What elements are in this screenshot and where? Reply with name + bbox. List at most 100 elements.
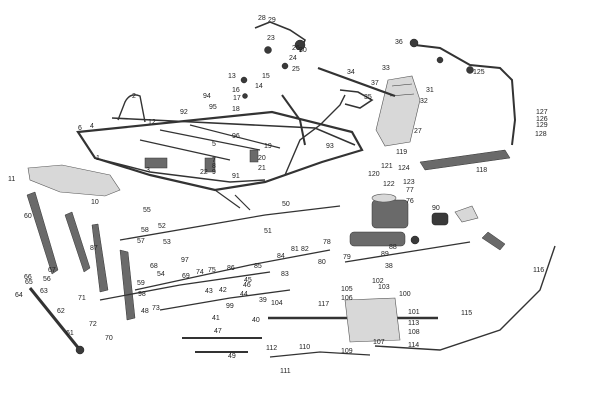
part-number-12: 12 (148, 119, 156, 126)
part-number-49: 49 (228, 353, 236, 360)
part-number-66: 66 (24, 274, 32, 281)
part-number-62: 62 (57, 308, 65, 315)
part-number-91: 91 (232, 173, 240, 180)
part-number-96: 96 (232, 133, 240, 140)
part-number-24: 24 (289, 55, 297, 62)
part-number-122: 122 (383, 181, 395, 188)
part-number-79: 79 (343, 254, 351, 261)
part-number-22: 22 (200, 169, 208, 176)
part-number-129: 129 (536, 122, 548, 129)
part-number-83: 83 (281, 271, 289, 278)
part-number-121: 121 (381, 163, 393, 170)
part-number-57: 57 (137, 238, 145, 245)
part-number-63: 63 (40, 288, 48, 295)
part-number-119: 119 (396, 149, 407, 156)
part-number-37: 37 (371, 80, 379, 87)
part-number-15: 15 (262, 73, 270, 80)
part-number-90: 90 (432, 205, 440, 212)
part-number-labels: 1234567891011121314151617181920212223242… (8, 15, 548, 375)
part-number-125: 125 (473, 69, 485, 76)
part-number-14: 14 (255, 83, 263, 90)
part-number-51: 51 (264, 228, 272, 235)
part-number-16: 16 (232, 87, 240, 94)
part-number-45: 45 (244, 277, 252, 284)
part-number-20: 20 (258, 155, 266, 162)
part-number-67: 67 (48, 267, 56, 274)
part-number-97: 97 (181, 257, 189, 264)
part-number-75: 75 (208, 267, 216, 274)
frame-assembly (76, 94, 364, 211)
part-number-113: 113 (408, 320, 419, 327)
part-number-55: 55 (143, 207, 151, 214)
part-number-111: 111 (280, 368, 291, 375)
lever-group (26, 191, 136, 321)
part-number-107: 107 (373, 339, 385, 346)
part-number-110: 110 (299, 344, 310, 351)
part-number-27: 27 (414, 128, 422, 135)
part-number-108: 108 (408, 329, 420, 336)
part-number-86: 86 (227, 265, 235, 272)
part-number-65: 65 (25, 279, 33, 286)
part-number-68: 68 (150, 263, 158, 270)
part-number-78: 78 (323, 239, 331, 246)
part-number-39: 39 (259, 297, 267, 304)
part-number-128: 128 (535, 131, 547, 138)
part-number-11: 11 (8, 176, 15, 183)
part-number-89: 89 (381, 251, 389, 258)
part-number-116: 116 (533, 267, 544, 274)
part-number-95: 95 (209, 104, 217, 111)
part-number-73: 73 (152, 305, 160, 312)
part-number-8: 8 (212, 163, 216, 170)
part-number-82: 82 (301, 246, 309, 253)
part-number-33: 33 (382, 65, 390, 72)
part-number-46: 46 (243, 282, 251, 289)
part-number-3: 3 (146, 167, 150, 174)
part-number-34: 34 (347, 69, 355, 76)
part-number-105: 105 (341, 286, 353, 293)
part-number-30: 30 (299, 47, 307, 54)
part-number-28: 28 (258, 15, 266, 22)
part-number-61: 61 (66, 330, 74, 337)
part-number-38: 38 (385, 263, 393, 270)
part-number-5: 5 (212, 141, 216, 148)
part-number-127: 127 (536, 109, 548, 116)
left-rod (28, 287, 82, 351)
part-number-126: 126 (536, 116, 548, 123)
part-number-29: 29 (268, 17, 276, 24)
part-number-21: 21 (258, 165, 266, 172)
part-number-42: 42 (219, 287, 227, 294)
part-number-10: 10 (91, 199, 99, 206)
top-rod (317, 66, 396, 98)
part-number-85: 85 (254, 263, 262, 270)
master-cylinder (349, 193, 506, 251)
part-number-84: 84 (277, 253, 285, 260)
part-number-123: 123 (403, 179, 415, 186)
right-cable-upper (344, 241, 471, 263)
part-number-17: 17 (233, 95, 241, 102)
part-number-32: 32 (420, 98, 428, 105)
part-number-120: 120 (368, 171, 380, 178)
part-number-26: 26 (292, 45, 300, 52)
part-number-35: 35 (364, 94, 372, 101)
part-number-114: 114 (408, 342, 419, 349)
part-number-92: 92 (180, 109, 188, 116)
part-number-6: 6 (78, 125, 82, 132)
part-number-87: 87 (90, 245, 98, 252)
part-number-117: 117 (318, 301, 329, 308)
part-number-77: 77 (406, 187, 414, 194)
part-number-19: 19 (264, 143, 272, 150)
part-number-103: 103 (378, 284, 390, 291)
part-number-48: 48 (141, 308, 149, 315)
part-number-104: 104 (271, 300, 283, 307)
part-number-47: 47 (214, 328, 222, 335)
part-number-69: 69 (182, 273, 190, 280)
part-number-18: 18 (232, 106, 240, 113)
part-number-54: 54 (157, 271, 165, 278)
part-number-43: 43 (205, 288, 213, 295)
part-number-41: 41 (212, 315, 220, 322)
part-number-64: 64 (15, 292, 23, 299)
part-number-74: 74 (196, 269, 204, 276)
part-number-60: 60 (24, 213, 32, 220)
